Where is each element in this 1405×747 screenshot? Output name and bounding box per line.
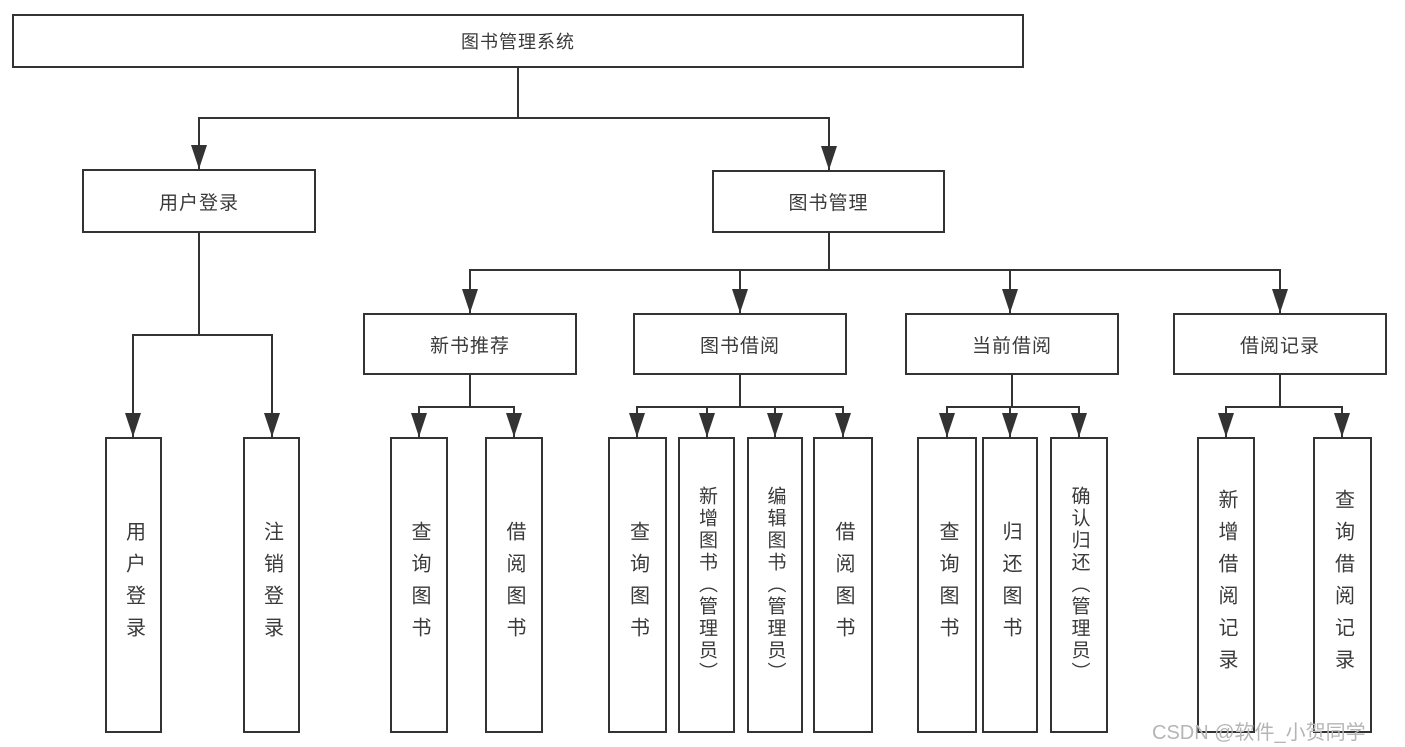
connector-book-mgmt-stem: [828, 233, 830, 270]
arrow-to-leaf-user-login: [125, 334, 141, 437]
arrow-to-leaf-confirm-return: [1071, 406, 1087, 437]
arrow-to-leaf-return-book: [1002, 406, 1018, 437]
leaf-query-borrow-record-label: 查询借阅记录: [1331, 489, 1354, 681]
connector-current-stem: [1011, 375, 1013, 407]
node-borrow-records-label: 借阅记录: [1239, 335, 1320, 357]
connector-current-bar: [946, 406, 1080, 408]
arrow-to-leaf-query-record: [1334, 406, 1350, 437]
leaf-add-book-admin: 新增图书（管理员）: [678, 437, 735, 733]
node-new-book-recommend-label: 新书推荐: [429, 335, 510, 357]
arrow-to-new-book-recommend: [462, 269, 478, 313]
connector-records-stem: [1279, 375, 1281, 407]
node-book-management: 图书管理: [712, 170, 945, 233]
leaf-return-book: 归还图书: [982, 437, 1038, 733]
node-user-login-label: 用户登录: [158, 192, 239, 214]
connector-user-login-bar: [132, 334, 273, 336]
connector-root-bar: [198, 117, 830, 119]
leaf-user-login-label: 用户登录: [122, 521, 145, 649]
arrow-to-leaf-query-books-2: [629, 406, 645, 437]
arrow-to-leaf-borrow-books-2: [835, 406, 851, 437]
leaf-borrow-books-2-label: 借阅图书: [832, 521, 854, 649]
connector-recommend-bar: [418, 406, 515, 408]
leaf-edit-book-admin-label: 编辑图书（管理员）: [764, 486, 786, 684]
connector-user-login-stem: [198, 233, 200, 335]
arrow-to-user-login: [191, 117, 207, 169]
arrow-to-leaf-edit-book: [767, 406, 783, 437]
leaf-borrow-books-1-label: 借阅图书: [503, 521, 525, 649]
arrow-to-borrow-records: [1272, 269, 1288, 313]
connector-borrow-bar: [636, 406, 844, 408]
leaf-query-books-1-label: 查询图书: [408, 521, 430, 649]
node-book-borrow: 图书借阅: [633, 313, 847, 375]
leaf-add-borrow-record-label: 新增借阅记录: [1215, 489, 1237, 681]
arrow-to-leaf-logout: [264, 334, 280, 437]
leaf-confirm-return-admin-label: 确认归还（管理员）: [1068, 486, 1090, 684]
leaf-return-book-label: 归还图书: [999, 521, 1021, 649]
leaf-query-books-3-label: 查询图书: [936, 521, 958, 649]
leaf-user-login: 用户登录: [105, 437, 162, 733]
arrow-to-current-borrow: [1002, 269, 1018, 313]
node-new-book-recommend: 新书推荐: [363, 313, 577, 375]
leaf-logout-label: 注销登录: [260, 521, 283, 649]
node-current-borrow: 当前借阅: [905, 313, 1119, 375]
node-root-label: 图书管理系统: [461, 32, 575, 52]
arrow-to-leaf-borrow-books-1: [506, 406, 522, 437]
arrow-to-leaf-query-books-3: [939, 406, 955, 437]
connector-records-bar: [1225, 406, 1343, 408]
arrow-to-leaf-query-books-1: [411, 406, 427, 437]
leaf-add-borrow-record: 新增借阅记录: [1197, 437, 1255, 733]
leaf-add-book-admin-label: 新增图书（管理员）: [696, 486, 717, 684]
leaf-query-books-1: 查询图书: [390, 437, 448, 733]
arrow-to-book-management: [821, 117, 837, 170]
leaf-query-books-2-label: 查询图书: [626, 521, 649, 649]
leaf-edit-book-admin: 编辑图书（管理员）: [747, 437, 803, 733]
leaf-query-books-2: 查询图书: [608, 437, 667, 733]
node-borrow-records: 借阅记录: [1173, 313, 1387, 375]
leaf-query-borrow-record: 查询借阅记录: [1313, 437, 1372, 733]
connector-recommend-stem: [469, 375, 471, 407]
arrow-to-book-borrow: [732, 269, 748, 313]
arrow-to-leaf-add-book: [699, 406, 715, 437]
leaf-logout: 注销登录: [243, 437, 300, 733]
connector-borrow-stem: [739, 375, 741, 407]
node-user-login: 用户登录: [82, 169, 316, 233]
node-current-borrow-label: 当前借阅: [971, 335, 1052, 357]
leaf-confirm-return-admin: 确认归还（管理员）: [1050, 437, 1108, 733]
node-book-management-label: 图书管理: [788, 193, 869, 214]
leaf-query-books-3: 查询图书: [917, 437, 977, 733]
node-root: 图书管理系统: [12, 14, 1024, 68]
leaf-borrow-books-2: 借阅图书: [813, 437, 873, 733]
node-book-borrow-label: 图书借阅: [699, 335, 780, 357]
watermark: CSDN @软件_小贺同学: [1152, 722, 1366, 744]
connector-book-mgmt-bar: [469, 269, 1281, 271]
arrow-to-leaf-add-record: [1218, 406, 1234, 437]
connector-root-stem: [517, 68, 519, 118]
leaf-borrow-books-1: 借阅图书: [485, 437, 543, 733]
